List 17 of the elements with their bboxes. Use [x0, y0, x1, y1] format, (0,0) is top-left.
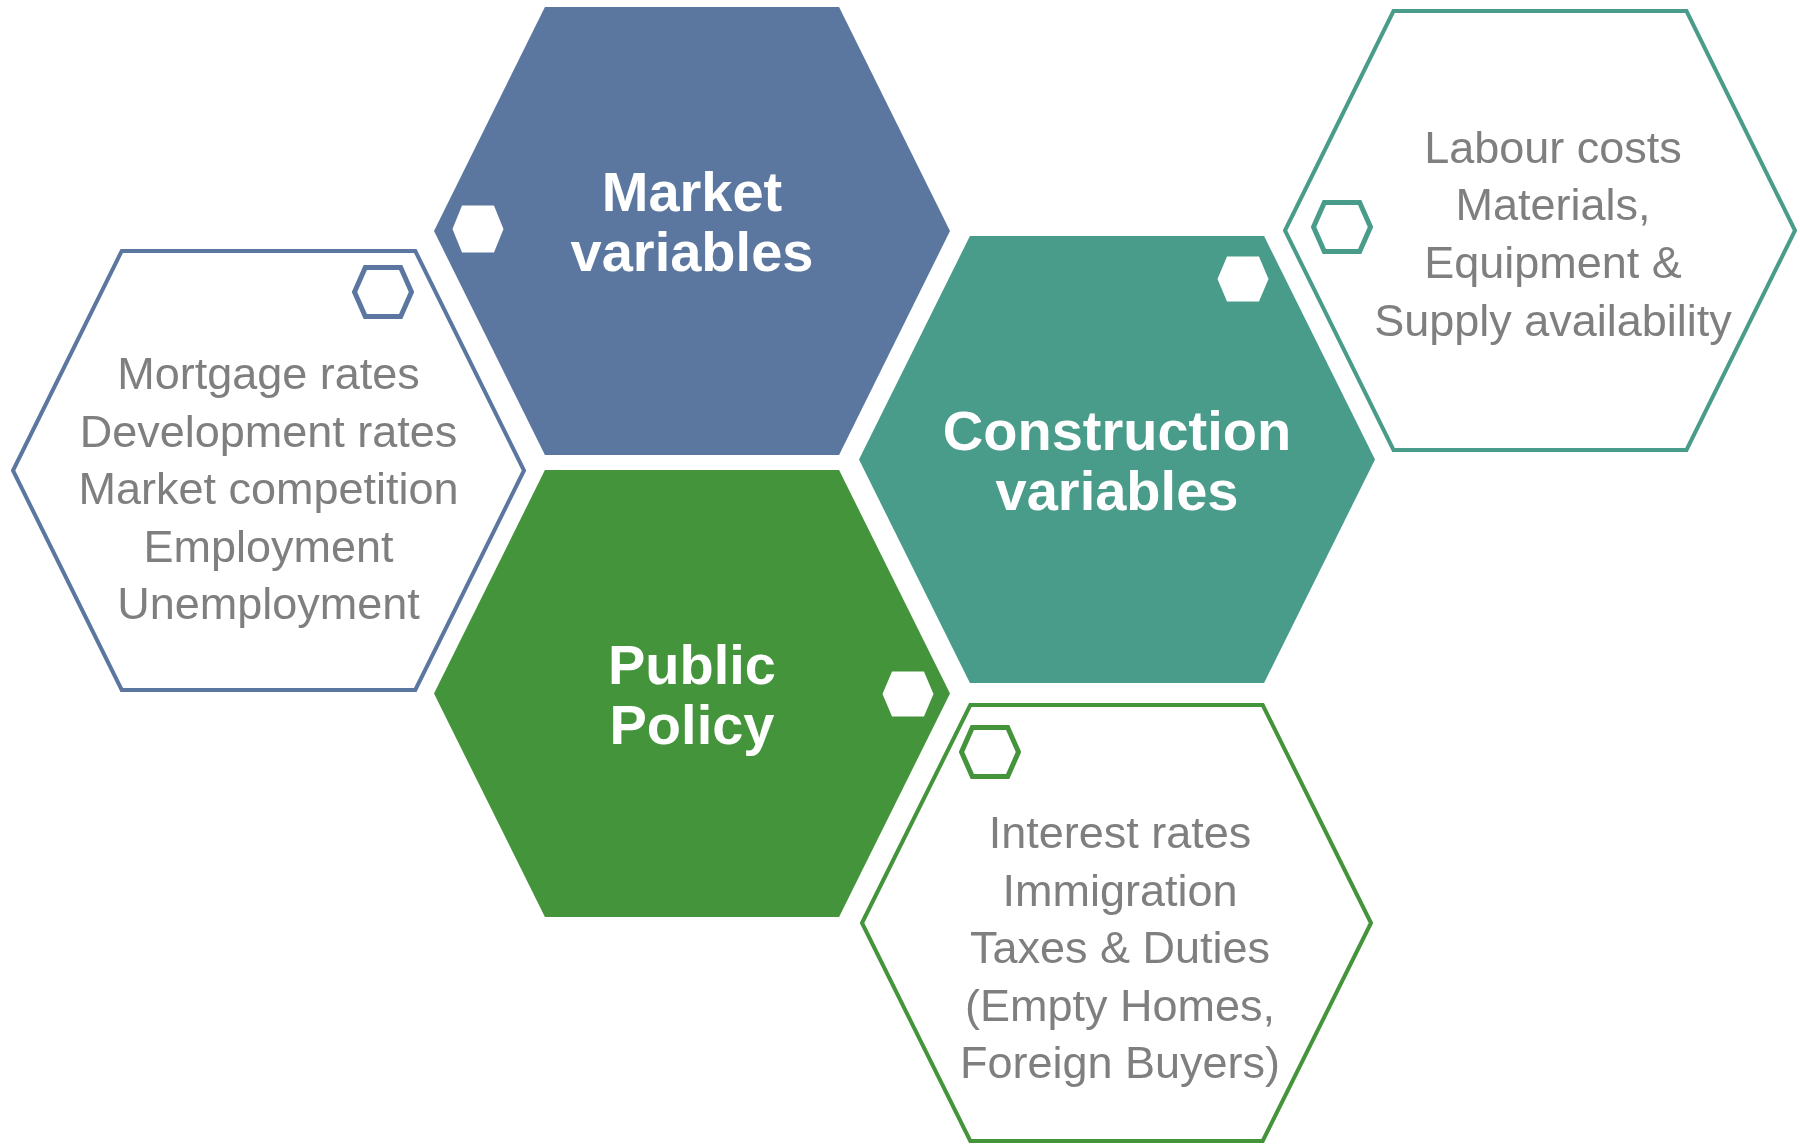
factor-text: Employment: [143, 519, 394, 574]
factor-text: Development rates: [79, 404, 458, 459]
factor-text: Taxes & Duties: [969, 921, 1271, 976]
factor-text: Mortgage rates: [117, 347, 420, 401]
factor-text: Market competition: [78, 462, 459, 517]
detail-hexagon: [11, 249, 526, 692]
category-title: Public Policy: [607, 634, 777, 756]
category-title: Market variables: [569, 161, 815, 283]
category-hexagon: [859, 236, 1375, 683]
factor-text: Unemployment: [117, 577, 420, 632]
factor-text: Labour costs: [1424, 120, 1682, 175]
factor-text: (Empty Homes, Foreign Buyers): [958, 978, 1282, 1091]
factor-text: Immigration: [1002, 863, 1238, 918]
factor-text: Interest rates: [988, 806, 1252, 860]
category-title: Construction variables: [941, 400, 1293, 522]
factor-text: Materials, Equipment & Supply availability: [1373, 178, 1733, 348]
detail-hexagon: [860, 703, 1373, 1143]
